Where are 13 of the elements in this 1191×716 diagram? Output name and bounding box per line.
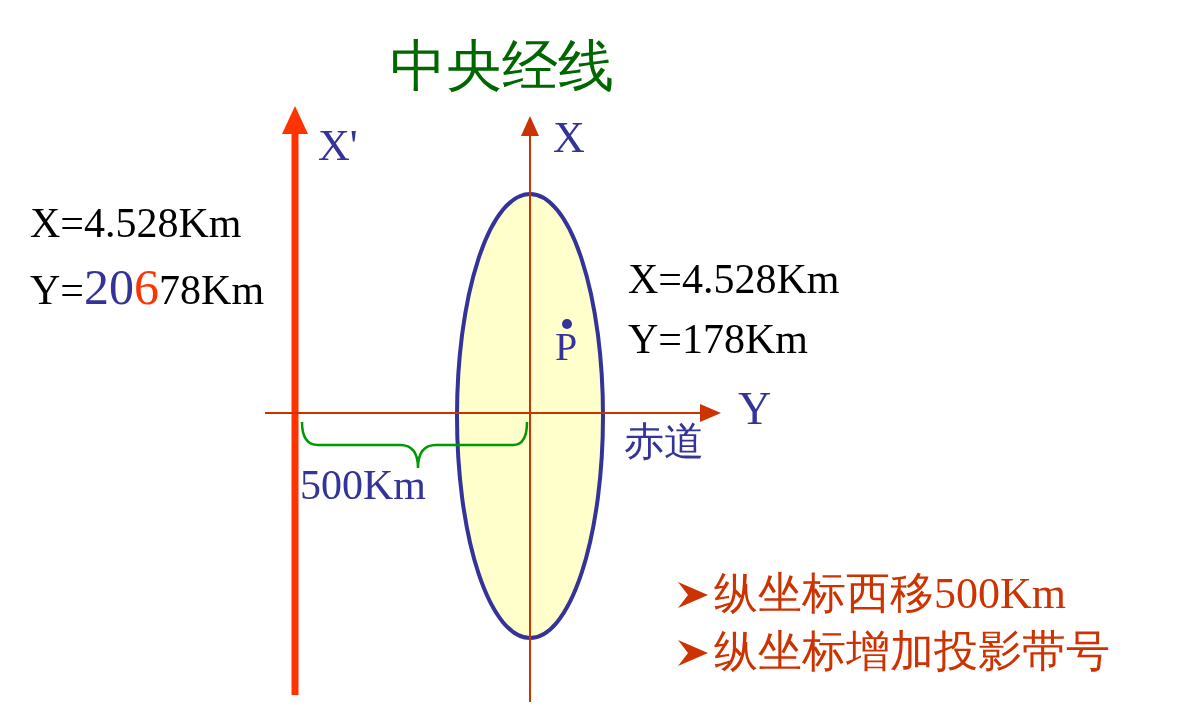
title: 中央经线 bbox=[390, 38, 614, 94]
axis-label: Y bbox=[738, 386, 772, 432]
coordinate-label: X=4.528Km bbox=[628, 258, 840, 300]
axis-label: X' bbox=[318, 124, 358, 168]
equator-label: 赤道 bbox=[624, 422, 704, 462]
distance-label: 500Km bbox=[300, 464, 426, 506]
axis-label: X bbox=[553, 116, 585, 160]
bullet-item: 纵坐标西移500Km bbox=[714, 572, 1066, 616]
coordinate-label: X=4.528Km bbox=[30, 202, 242, 244]
bullet-item: 纵坐标增加投影带号 bbox=[714, 630, 1110, 674]
coordinate-label: Y=178Km bbox=[628, 318, 809, 360]
point-label: P bbox=[555, 327, 578, 367]
coordinate-label: Y=20678Km bbox=[30, 262, 265, 312]
